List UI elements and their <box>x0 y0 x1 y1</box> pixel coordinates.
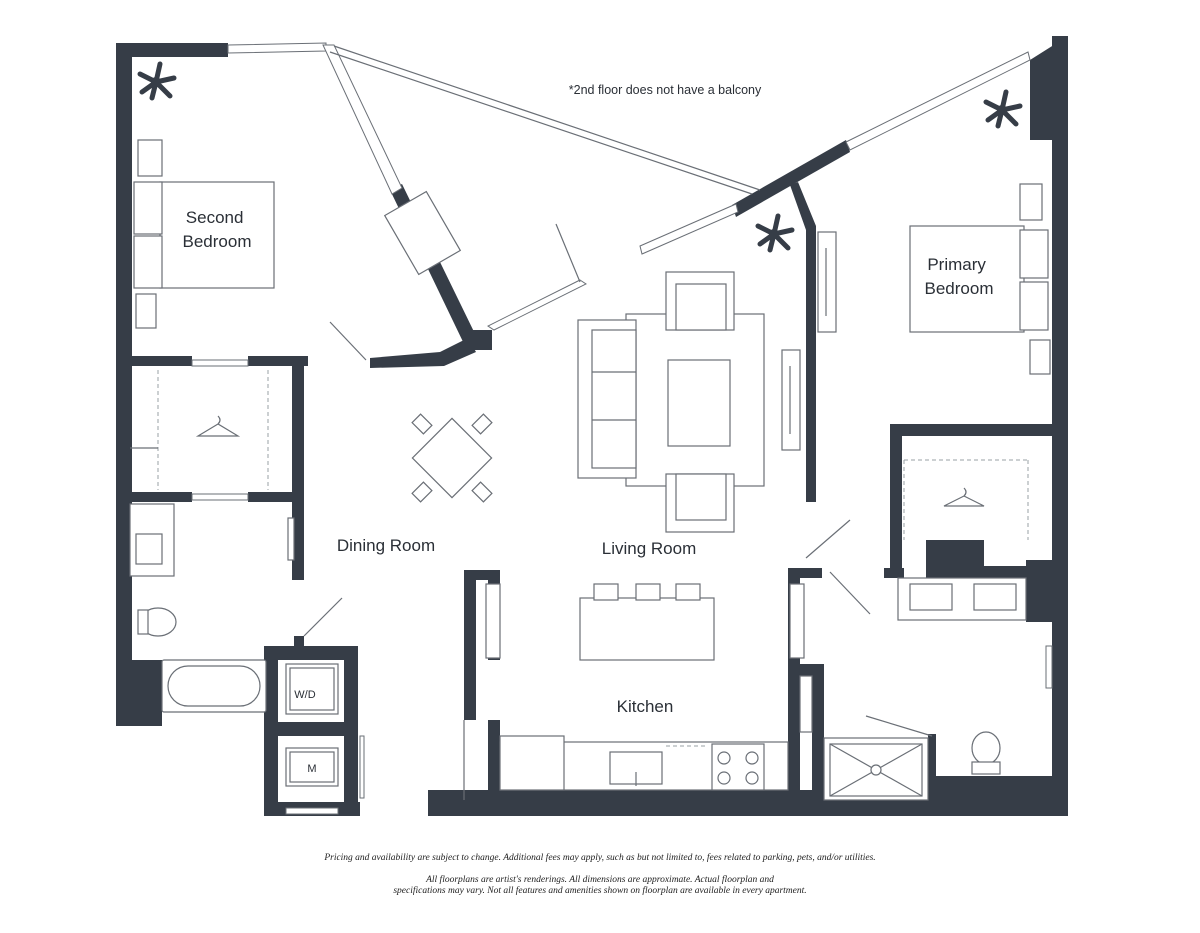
hanger-icon <box>943 487 985 507</box>
floor-plan: *2nd floor does not have a balcony Secon… <box>116 36 1068 816</box>
disclaimer-renderings: All floorplans are artist's renderings. … <box>426 875 774 885</box>
living-furniture <box>577 213 837 533</box>
room-label-second-bedroom: Second Bedroom <box>183 208 252 251</box>
balcony-note: *2nd floor does not have a balcony <box>569 83 762 97</box>
plant-icon <box>137 61 177 101</box>
doors <box>303 519 933 737</box>
disclaimer-pricing: Pricing and availability are subject to … <box>324 853 876 863</box>
plant-icon <box>983 89 1023 129</box>
room-label-dining-room: Dining Room <box>337 536 435 555</box>
kitchen-fixtures <box>485 583 813 791</box>
dining-table <box>411 413 493 503</box>
room-label-living-room: Living Room <box>602 539 697 558</box>
room-label-primary-bedroom: Primary Bedroom <box>925 255 994 298</box>
second-bath <box>129 503 339 715</box>
plant-icon <box>755 213 795 253</box>
windows <box>191 42 1053 815</box>
second-bedroom <box>130 61 462 490</box>
hanger-icon <box>195 415 241 437</box>
mechanical-label: M <box>307 763 316 775</box>
disclaimer-specifications: specifications may vary. Not all feature… <box>393 886 807 896</box>
primary-bedroom <box>903 89 1051 540</box>
washer-dryer-label: W/D <box>294 689 315 701</box>
room-label-kitchen: Kitchen <box>617 697 674 716</box>
primary-bath <box>823 577 1027 801</box>
